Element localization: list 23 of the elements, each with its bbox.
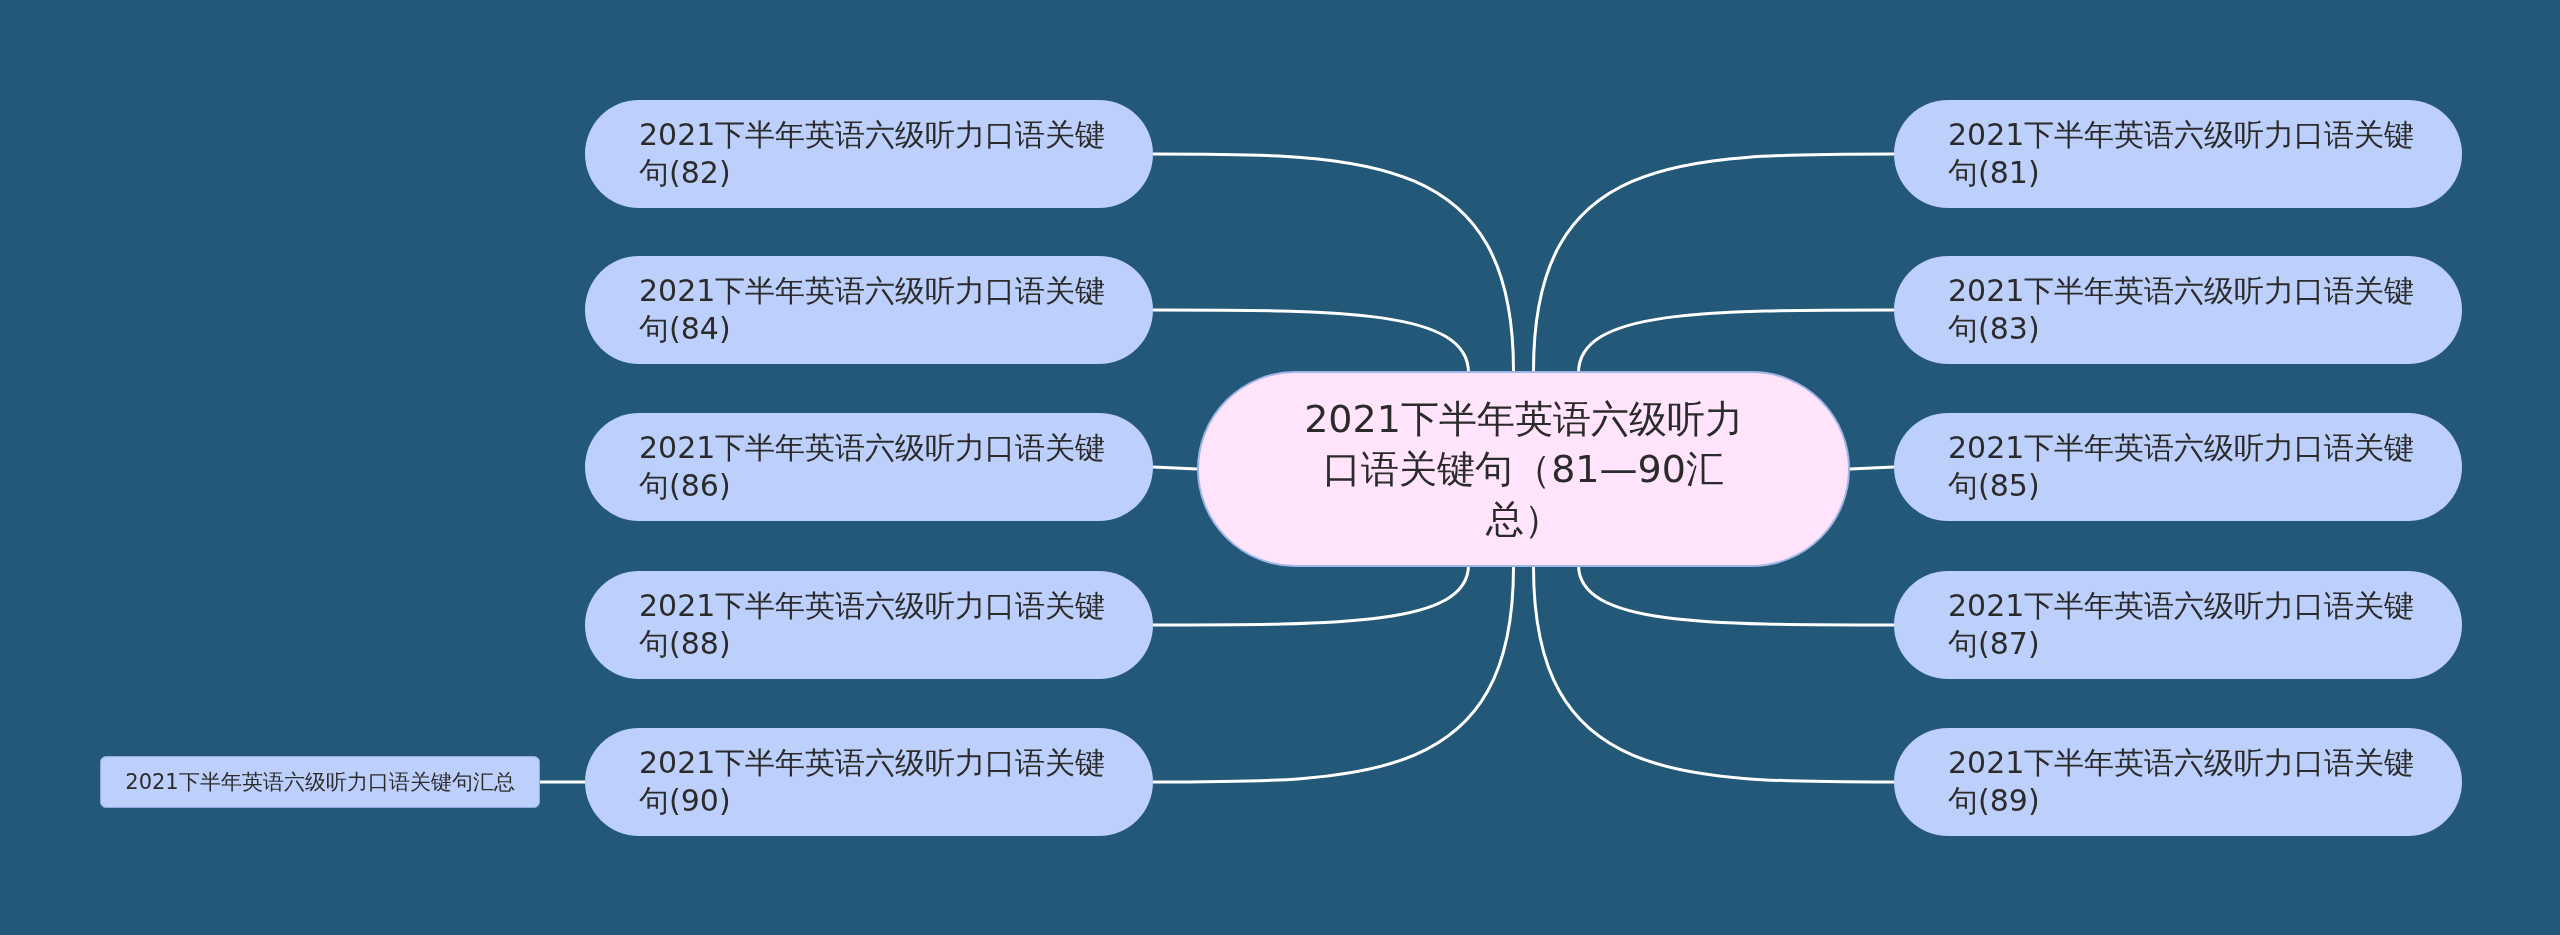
connector-line [1153,566,1515,784]
topic-box: 2021下半年英语六级听力口语关键句(87) [1894,571,2462,679]
topic-box: 2021下半年英语六级听力口语关键句(88) [585,571,1153,679]
connector-line [1532,152,1894,372]
topic-box: 2021下半年英语六级听力口语关键句(89) [1894,728,2462,836]
connector-line [1153,152,1515,372]
topic-box: 2021下半年英语六级听力口语关键句(85) [1894,413,2462,521]
connector-line [1153,564,1470,627]
connector-line [1577,308,1894,374]
connector-line [1153,308,1470,374]
central-topic-box: 2021下半年英语六级听力口语关键句（81—90汇总） [1197,371,1850,567]
connector-line [1849,465,1895,471]
topic-box: 2021下半年英语六级听力口语关键句(83) [1894,256,2462,364]
topic-box: 2021下半年英语六级听力口语关键句(90) [585,728,1153,836]
topic-box: 2021下半年英语六级听力口语关键句(84) [585,256,1153,364]
connector-line [540,780,585,784]
connector-line [1532,566,1894,784]
subtopic-box: 2021下半年英语六级听力口语关键句汇总 [100,756,540,808]
connector-line [1577,564,1894,627]
connector-line [1152,465,1198,471]
topic-box: 2021下半年英语六级听力口语关键句(81) [1894,100,2462,208]
topic-box: 2021下半年英语六级听力口语关键句(86) [585,413,1153,521]
topic-box: 2021下半年英语六级听力口语关键句(82) [585,100,1153,208]
